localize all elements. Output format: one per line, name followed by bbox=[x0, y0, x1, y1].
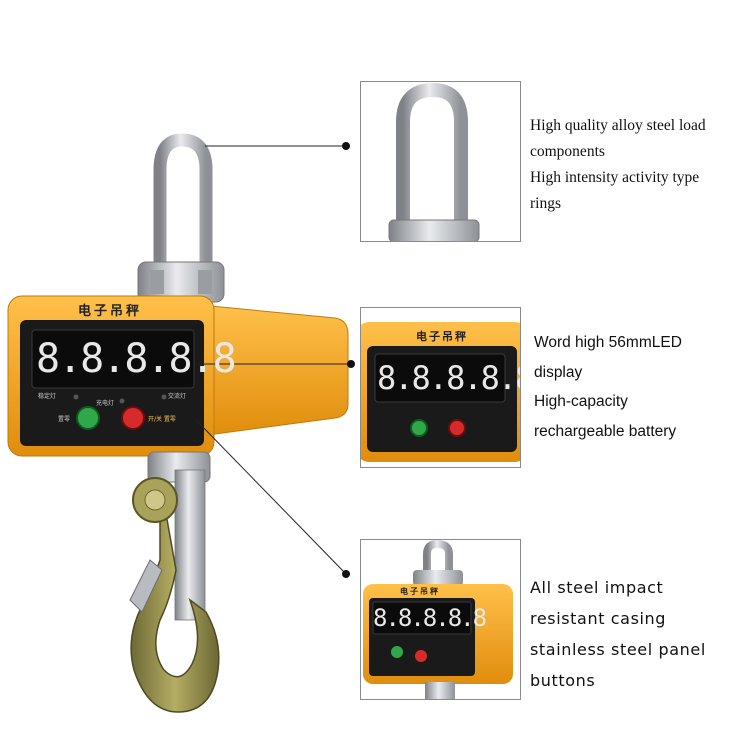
caption-1-line-2: components bbox=[530, 143, 605, 160]
callout-caption-3: All steel impact resistant casing stainl… bbox=[530, 572, 706, 696]
leader-dot-1 bbox=[342, 142, 350, 150]
callout-image-display: 电子吊秤 8.8.8.8.8 bbox=[360, 307, 521, 468]
callout-caption-1: High quality alloy steel load components… bbox=[530, 113, 706, 217]
zero-button bbox=[76, 406, 100, 430]
led-window bbox=[31, 329, 195, 389]
leader-dot-2 bbox=[347, 360, 355, 368]
caption-1-line-4: rings bbox=[530, 195, 561, 212]
shackle bbox=[137, 133, 225, 303]
caption-2-line-2: display bbox=[534, 363, 583, 381]
callout-caption-2: Word high 56mmLED display High-capacity … bbox=[534, 328, 682, 446]
callout-display-digits: 8.8.8.8.8 bbox=[377, 359, 521, 397]
button-label-zero: 置零 bbox=[58, 416, 71, 423]
hook bbox=[129, 477, 220, 713]
callout-casing-title: 电子吊秤 bbox=[400, 587, 440, 596]
caption-1-line-3: High intensity activity type bbox=[530, 169, 700, 186]
button-label-power: 开/关 置零 bbox=[148, 416, 176, 423]
callout-image-casing: 电子吊秤 8.8.8.8.8 bbox=[360, 539, 521, 700]
indicator-label-stable: 稳定灯 bbox=[38, 393, 57, 400]
caption-2-line-3: High-capacity bbox=[534, 393, 628, 410]
casing-side bbox=[199, 304, 349, 437]
caption-3-line-3: stainless steel panel bbox=[530, 640, 706, 659]
caption-2-line-1: Word high 56mmLED bbox=[534, 334, 682, 351]
caption-1-line-1: High quality alloy steel load bbox=[530, 117, 706, 134]
caption-3-line-1: All steel impact bbox=[530, 578, 664, 597]
indicator-label-charge: 充电灯 bbox=[96, 400, 115, 407]
caption-3-line-2: resistant casing bbox=[530, 609, 667, 628]
caption-2-line-4: rechargeable battery bbox=[534, 422, 677, 440]
scale-title: 电子吊秤 bbox=[77, 304, 142, 319]
callout-image-shackle bbox=[360, 81, 521, 242]
indicator-label-ac: 交流灯 bbox=[168, 393, 187, 400]
led-digits: 8.8.8.8.8 bbox=[36, 336, 237, 382]
leader-dot-3 bbox=[342, 570, 350, 578]
callout-casing-digits: 8.8.8.8.8 bbox=[373, 604, 487, 632]
caption-3-line-4: buttons bbox=[530, 671, 596, 690]
callout-display-title: 电子吊秤 bbox=[416, 330, 468, 343]
leader-line-3 bbox=[195, 419, 347, 575]
power-button bbox=[121, 406, 145, 430]
